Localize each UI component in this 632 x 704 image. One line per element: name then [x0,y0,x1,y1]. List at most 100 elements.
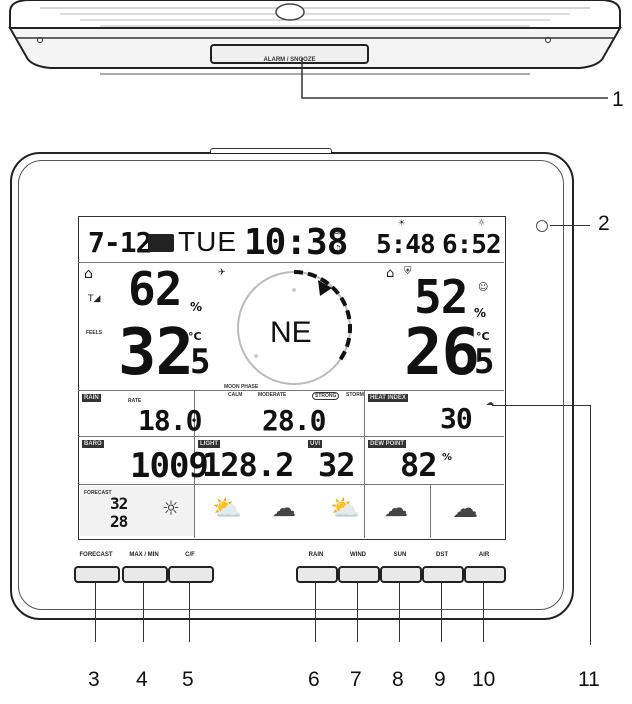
cloudy-icon: ☁ [272,494,296,522]
outdoor-house-icon: ⌂ [84,266,93,282]
wind-compass [237,270,352,385]
dew-point-unit: % [442,452,453,463]
callout-line-3 [95,582,96,642]
rate-label: RATE [128,398,142,404]
rain-button[interactable] [296,566,338,583]
uvi-label: UVI [308,440,323,448]
callout-1: 1 [612,88,624,111]
dew-point-value: 82 [400,446,438,484]
heat-index-label: HEAT INDEX [368,394,408,402]
light-value: 128.2 [202,446,294,484]
callout-5: 5 [182,668,194,691]
callout-line-8 [399,582,400,642]
button-label-rain: RAIN [308,552,324,558]
button-label-sun: SUN [393,552,407,558]
callout-line-4 [143,582,144,642]
lcd-date: 7-12 [88,226,152,259]
max-min-button[interactable] [122,566,168,583]
callout-line-9 [441,582,442,642]
alarm-snooze-button[interactable]: ALARM / SNOOZE [210,44,369,64]
windy-cloud-icon: ☁ [384,494,408,522]
top-slot [210,148,332,153]
forecast-high: 32 [110,494,128,513]
gust-moderate: MODERATE [258,392,287,398]
indoor-house-icon: ⌂ [386,266,395,281]
callout-2: 2 [598,212,610,235]
moon-phase-label: MOON PHASE [224,384,259,390]
lcd-sunrise: 5:48 [376,230,436,260]
wind-speed: 28.0 [262,404,326,437]
sun-icon: ☼ [162,496,180,520]
lcd-row2-divider [78,390,504,391]
callout-line-6 [315,582,316,642]
sunrise-icon: ☀ [398,218,406,227]
heat-index-value: 30 [440,402,473,435]
gust-calm: CALM [228,392,243,398]
forecast-button[interactable] [74,566,120,583]
forecast-low: 28 [110,512,128,531]
callout-line-10 [483,582,484,642]
forecast-panel [80,486,194,536]
button-label-wind: WIND [350,552,366,558]
c-f-button[interactable] [168,566,214,583]
button-label-forecast: FORECAST [79,552,113,558]
callout-11: 11 [578,668,600,691]
callout-8: 8 [392,668,404,691]
comfort-face-icon: ☺ [478,282,489,293]
button-label-air: AIR [478,552,490,558]
lcd-day: TUE [178,226,237,257]
lcd-top-divider [78,262,504,263]
callout-line-5 [189,582,190,642]
feels-label: FEELS [86,330,103,336]
lcd-row4-divider [78,484,504,485]
partly-cloudy-icon-1: ⛅ [212,494,242,522]
callout-9: 9 [434,668,446,691]
indoor-humidity-unit: % [474,306,487,320]
forecast-label: FORECAST [84,490,112,496]
forecast-divider [430,484,431,538]
signal-icon: T◢ [88,294,101,304]
outdoor-temp-unit: °C [188,330,202,343]
button-label-maxmin: MAX / MIN [129,552,159,558]
radio-signal-icon: ≋ [334,228,342,238]
callout-line-2 [550,225,590,226]
button-label-cf: C/F [185,552,195,558]
indoor-temp-int: 26 [404,316,480,390]
outdoor-temp-int: 32 [118,316,194,390]
dew-point-label: DEW POINT [368,440,406,448]
wind-sensor-icon: ✈ [218,268,226,278]
uvi-value: 32 [318,446,356,484]
sun-button[interactable] [380,566,422,583]
button-label-dst: DST [436,552,448,558]
lcd-col-divider-2 [364,390,365,538]
shield-icon: ⛨ [404,266,412,277]
air-button[interactable] [464,566,506,583]
indoor-humidity: 52 [414,270,468,324]
rain-value: 18.0 [138,404,202,437]
callout-6: 6 [308,668,320,691]
outdoor-humidity: 62 [128,262,182,316]
outdoor-humidity-unit: % [190,300,203,314]
baro-label: BARO [82,440,104,448]
partly-cloudy-icon-2: ⛅ [330,494,360,522]
lcd-col-divider-1 [194,390,195,538]
indoor-temp-dec: 5 [474,342,495,382]
gust-strong: STRONG [312,392,340,400]
lcd-row3-divider [78,436,504,437]
callout-3: 3 [88,668,100,691]
callout-line-11-drop [590,405,591,645]
indoor-temp-unit: °C [476,330,490,343]
dst-button[interactable] [422,566,464,583]
light-sensor [536,220,548,232]
callout-4: 4 [136,668,148,691]
lcd-sunset: 6:52 [442,230,502,260]
wind-direction: NE [270,316,312,349]
outdoor-temp-dec: 5 [190,342,211,382]
sunset-icon: ☼ [478,218,486,227]
callout-line-11 [492,405,590,406]
alarm-bell-icon: ♫ [334,244,342,253]
callout-line-1 [301,58,608,99]
main-unit-inner-frame [18,160,564,610]
wind-button[interactable] [338,566,380,583]
baro-value: 1009 [130,446,209,486]
